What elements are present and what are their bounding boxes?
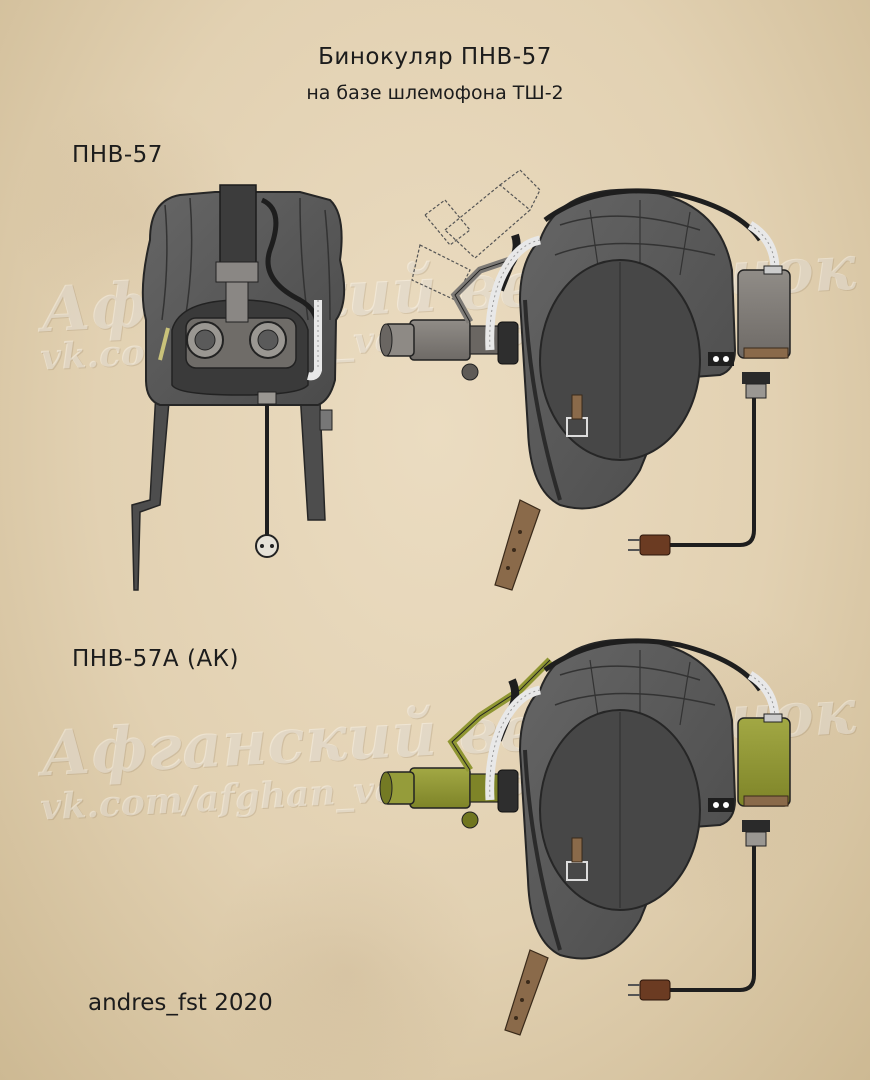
section-label-pnv57a: ПНВ-57А (АК)	[72, 646, 239, 672]
front-view-helmet	[131, 184, 346, 591]
side-view-gray-helmet	[379, 188, 791, 591]
raised-binocular-outline	[411, 169, 541, 301]
page-title: Бинокуляр ПНВ-57	[318, 44, 552, 70]
author-credit: andres_fst 2020	[88, 990, 273, 1016]
side-view-olive-helmet	[379, 638, 791, 1036]
section-label-pnv57: ПНВ-57	[72, 142, 163, 168]
page-subtitle: на базе шлемофона ТШ-2	[306, 82, 564, 104]
